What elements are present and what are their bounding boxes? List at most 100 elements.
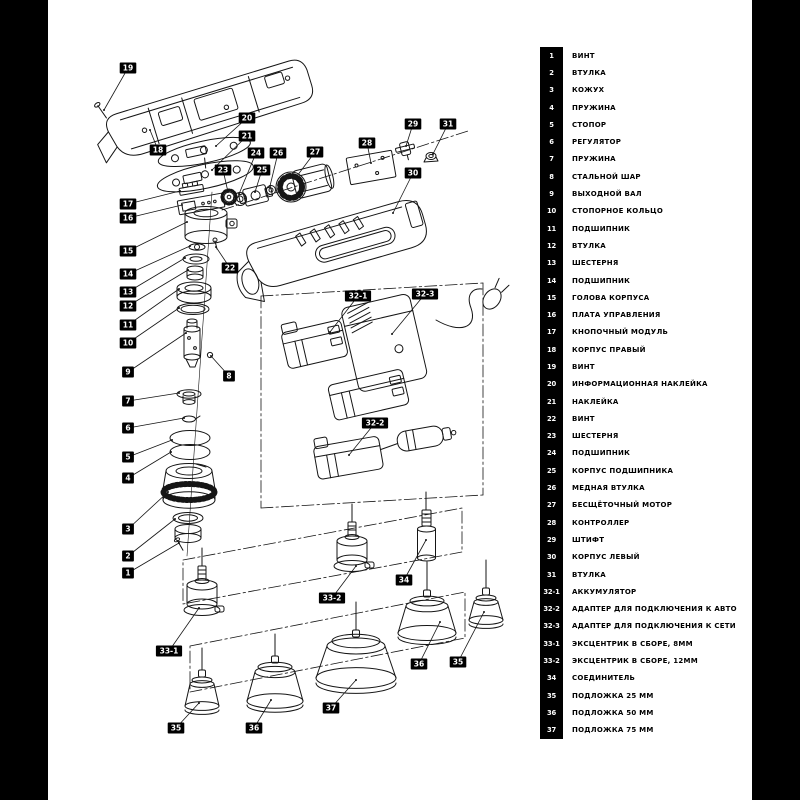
callout-target-dot bbox=[189, 245, 191, 247]
callout-box bbox=[119, 212, 137, 224]
callout-target-dot bbox=[270, 699, 272, 701]
callout-number: 36 bbox=[249, 724, 259, 733]
legend-part-label: СТОПОРНОЕ КОЛЬЦО bbox=[572, 207, 664, 216]
callout-box bbox=[119, 62, 137, 74]
callout-target-dot bbox=[167, 491, 169, 493]
legend-part-number: 5 bbox=[540, 116, 563, 134]
callout-target-dot bbox=[238, 193, 240, 195]
legend-part-number: 21 bbox=[540, 392, 563, 411]
callout-box bbox=[149, 144, 167, 156]
callout-32-2: 32-2 bbox=[348, 417, 389, 456]
callout-number: 30 bbox=[408, 169, 418, 178]
callout-number: 16 bbox=[123, 214, 133, 223]
callout-target-dot bbox=[392, 212, 394, 214]
legend-part-number: 25 bbox=[540, 462, 563, 480]
callout-box bbox=[404, 167, 422, 179]
pad-50mm-drawing bbox=[246, 655, 304, 713]
callout-3: 3 bbox=[122, 491, 169, 535]
legend-part-label: ПРУЖИНА bbox=[572, 103, 616, 112]
legend-part-number: 22 bbox=[540, 410, 563, 428]
pad-75mm-drawing bbox=[315, 629, 397, 694]
power-cord-drawing bbox=[435, 288, 483, 329]
callout-target-dot bbox=[215, 246, 217, 248]
legend-part-label: ВИНТ bbox=[572, 362, 595, 371]
legend-part-number: 2 bbox=[540, 64, 563, 82]
legend-part-number: 7 bbox=[540, 150, 563, 169]
legend-part-number: 6 bbox=[540, 133, 563, 151]
callout-box bbox=[119, 319, 137, 331]
callout-leader-line bbox=[457, 611, 485, 663]
callout-number: 9 bbox=[125, 368, 130, 377]
screw-1-drawing bbox=[173, 537, 184, 551]
callout-target-dot bbox=[183, 417, 185, 419]
battery-group-box bbox=[260, 282, 484, 509]
callout-target-dot bbox=[187, 269, 189, 271]
callout-target-dot bbox=[355, 565, 357, 567]
callout-28: 28 bbox=[358, 137, 376, 164]
callout-number: 26 bbox=[273, 149, 283, 158]
legend-part-label: ПОДЛОЖКА 75 ММ bbox=[572, 726, 654, 735]
callout-target-dot bbox=[370, 162, 372, 164]
callout-box bbox=[404, 118, 422, 130]
callout-box bbox=[306, 146, 324, 158]
head-housing-drawing bbox=[184, 206, 238, 250]
callout-number: 22 bbox=[225, 264, 235, 273]
spindle-stack-drawing bbox=[160, 243, 218, 551]
callout-target-dot bbox=[296, 175, 298, 177]
callout-33-2: 33-2 bbox=[318, 565, 357, 604]
legend-part-label: ПОДШИПНИК bbox=[572, 276, 631, 285]
legend-part-number: 1 bbox=[540, 47, 563, 65]
pad-50mm-right-drawing bbox=[397, 589, 457, 645]
callout-19: 19 bbox=[103, 62, 137, 111]
callout-number: 32-2 bbox=[366, 419, 385, 428]
callout-box bbox=[253, 164, 271, 176]
callout-box bbox=[223, 370, 235, 382]
callout-box bbox=[358, 137, 376, 149]
callout-target-dot bbox=[391, 333, 393, 335]
callout-27: 27 bbox=[296, 146, 324, 177]
callout-number: 33-2 bbox=[323, 594, 342, 603]
callout-37: 37 bbox=[322, 679, 357, 714]
callout-21: 21 bbox=[211, 130, 256, 171]
callout-target-dot bbox=[483, 611, 485, 613]
callout-32-3: 32-3 bbox=[391, 288, 439, 335]
legend-part-label: МЕДНАЯ ВТУЛКА bbox=[572, 484, 645, 493]
callout-number: 27 bbox=[310, 148, 320, 157]
legend-part-label: ПОДШИПНИК bbox=[572, 224, 631, 233]
legend-part-label: КОРПУС ПОДШИПНИКА bbox=[572, 466, 674, 475]
callout-box bbox=[395, 574, 413, 586]
callout-number: 23 bbox=[218, 166, 228, 175]
callout-leader-line bbox=[329, 295, 359, 333]
callout-target-dot bbox=[171, 439, 173, 441]
callout-number: 28 bbox=[362, 139, 372, 148]
callout-leader-line bbox=[392, 172, 414, 214]
legend-part-number: 37 bbox=[540, 721, 563, 739]
callout-target-dot bbox=[405, 145, 407, 147]
callout-target-dot bbox=[227, 191, 229, 193]
legend-part-number: 24 bbox=[540, 444, 563, 463]
callout-leader-line bbox=[418, 621, 441, 665]
callout-target-dot bbox=[178, 542, 180, 544]
callout-leader-line bbox=[127, 269, 189, 307]
callout-box bbox=[410, 658, 428, 670]
callout-number: 37 bbox=[326, 704, 336, 713]
callout-box bbox=[439, 118, 457, 130]
callout-number: 5 bbox=[125, 453, 130, 462]
callout-leader-line bbox=[127, 307, 180, 344]
callout-box bbox=[122, 550, 134, 562]
callout-box bbox=[411, 288, 439, 300]
legend-part-number: 17 bbox=[540, 323, 563, 342]
legend-part-label: ГОЛОВА КОРПУСА bbox=[572, 293, 650, 302]
